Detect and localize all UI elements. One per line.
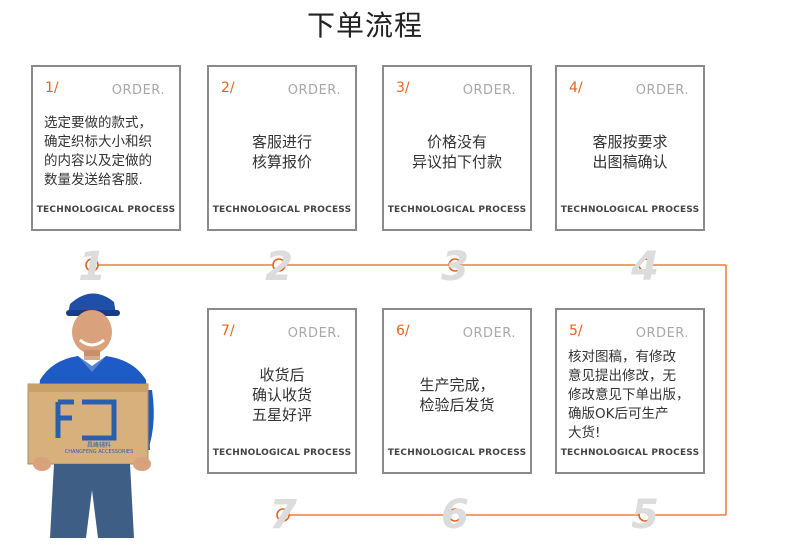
step-text: 客服按要求 出图稿确认: [592, 133, 668, 171]
box-brand-en: CHANGFENG ACCESSORIES: [64, 449, 134, 455]
order-label: ORDER.: [462, 83, 516, 98]
step-big-number: 2: [265, 244, 293, 290]
step-footer: TECHNOLOGICAL PROCESS: [560, 448, 700, 458]
step-footer: TECHNOLOGICAL PROCESS: [36, 205, 176, 215]
step-number: 4/: [569, 80, 583, 96]
step-big-number: 5: [631, 492, 659, 538]
flow-node-4: [638, 258, 652, 272]
delivery-person-illustration: [27, 293, 154, 538]
order-label: ORDER.: [287, 83, 341, 98]
order-label: ORDER.: [462, 326, 516, 341]
step-number: 6/: [396, 323, 410, 339]
page-title: 下单流程: [306, 9, 423, 42]
step-big-number: 1: [78, 244, 106, 290]
step-card-6: 6/ ORDER. 生产完成， 检验后发货 TECHNOLOGICAL PROC…: [382, 308, 532, 474]
step-text: 选定要做的款式， 确定织标大小和织 的内容以及定做的 数量发送给客服.: [44, 115, 152, 188]
box-brand: 昌峰辅料: [86, 442, 111, 449]
step-number: 7/: [221, 323, 235, 339]
step-footer: TECHNOLOGICAL PROCESS: [387, 448, 527, 458]
step-footer: TECHNOLOGICAL PROCESS: [560, 205, 700, 215]
step-text: 生产完成， 检验后发货: [419, 376, 495, 414]
step-text: 价格没有 异议拍下付款: [411, 133, 502, 171]
step-number: 2/: [221, 80, 235, 96]
step-card-7: 7/ ORDER. 收货后 确认收货 五星好评 TECHNOLOGICAL PR…: [207, 308, 357, 474]
order-label: ORDER.: [635, 326, 689, 341]
step-card-4: 4/ ORDER. 客服按要求 出图稿确认 TECHNOLOGICAL PROC…: [555, 65, 705, 231]
order-label: ORDER.: [287, 326, 341, 341]
step-footer: TECHNOLOGICAL PROCESS: [387, 205, 527, 215]
flow-node-5: [638, 508, 652, 522]
step-text: 客服进行 核算报价: [251, 133, 312, 171]
step-card-3: 3/ ORDER. 价格没有 异议拍下付款 TECHNOLOGICAL PROC…: [382, 65, 532, 231]
step-card-5: 5/ ORDER. 核对图稿，有修改 意见提出修改，无 修改意见下单出版， 确版…: [555, 308, 705, 474]
step-big-number: 6: [441, 492, 469, 538]
step-number: 5/: [569, 323, 583, 339]
step-footer: TECHNOLOGICAL PROCESS: [212, 448, 352, 458]
flow-node-1: [85, 258, 99, 272]
step-number: 1/: [45, 80, 59, 96]
flow-node-3: [448, 258, 462, 272]
step-footer: TECHNOLOGICAL PROCESS: [212, 205, 352, 215]
step-card-2: 2/ ORDER. 客服进行 核算报价 TECHNOLOGICAL PROCES…: [207, 65, 357, 231]
step-big-number: 3: [441, 244, 469, 290]
step-card-1: 1/ ORDER. 选定要做的款式， 确定织标大小和织 的内容以及定做的 数量发…: [31, 65, 181, 231]
order-label: ORDER.: [635, 83, 689, 98]
step-big-number: 7: [269, 492, 297, 538]
step-text: 核对图稿，有修改 意见提出修改，无 修改意见下单出版， 确版OK后可生产 大货!: [568, 348, 690, 441]
step-number: 3/: [396, 80, 410, 96]
flow-node-2: [272, 258, 286, 272]
step-text: 收货后 确认收货 五星好评: [251, 366, 312, 424]
flow-node-6: [448, 508, 462, 522]
order-label: ORDER.: [111, 83, 165, 98]
flow-node-7: [276, 508, 290, 522]
step-big-number: 4: [631, 244, 659, 290]
